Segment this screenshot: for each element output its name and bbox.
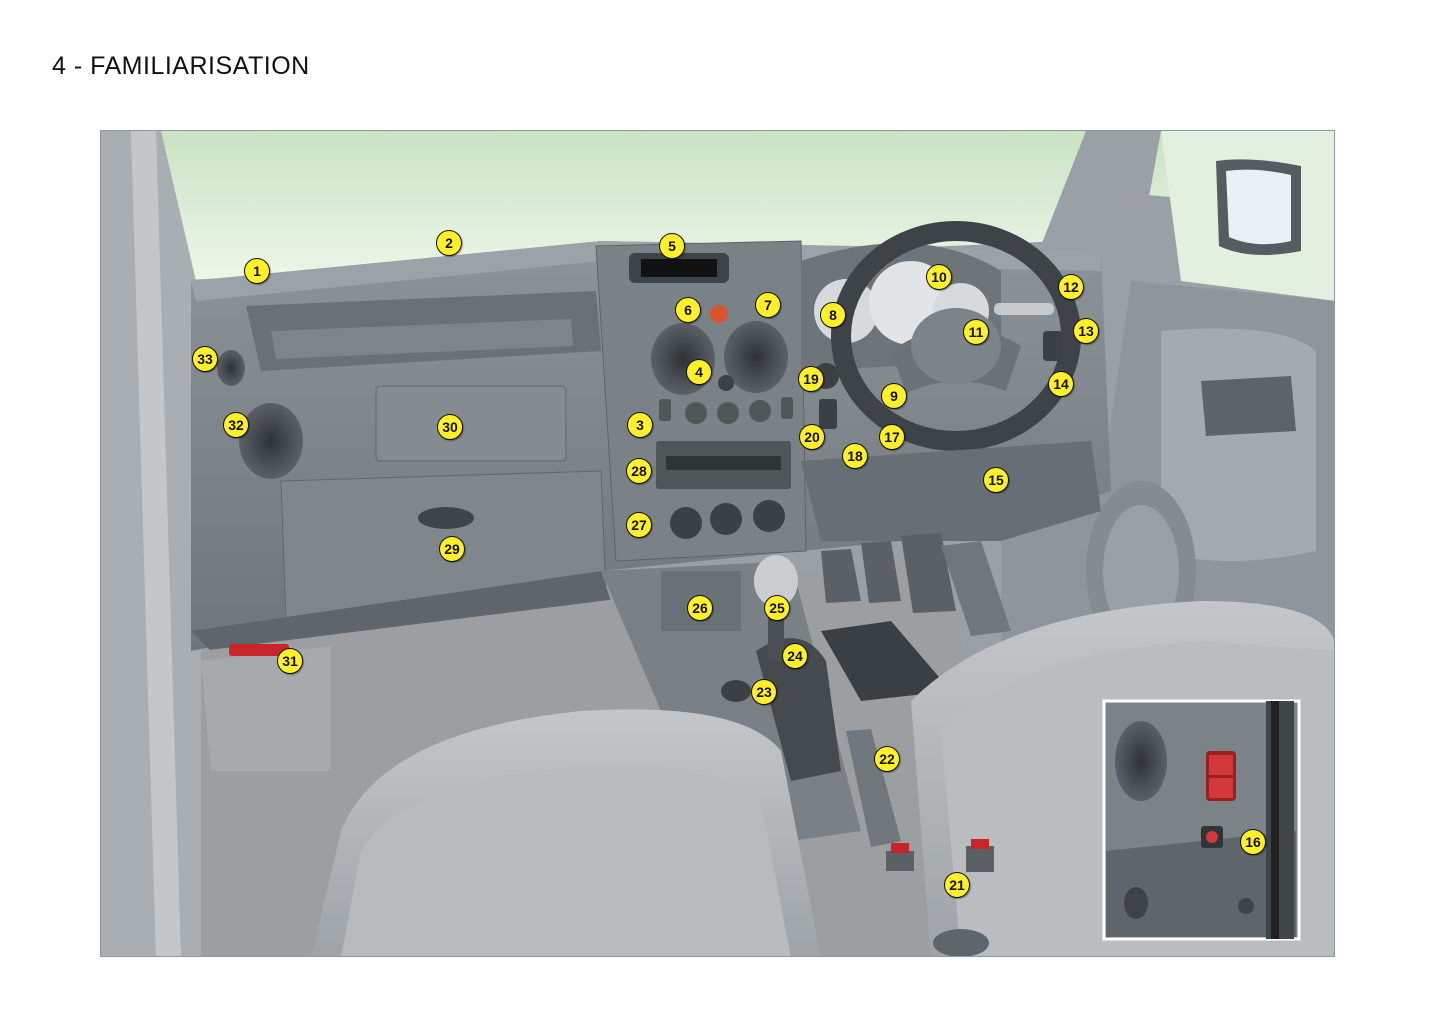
switch-row — [659, 397, 793, 424]
callout-3: 3 — [627, 412, 653, 438]
steering-column-switch — [819, 399, 837, 429]
callout-8: 8 — [820, 302, 846, 328]
callout-28: 28 — [626, 458, 652, 484]
handbrake-lever — [846, 729, 901, 847]
callout-15: 15 — [983, 467, 1009, 493]
callout-9: 9 — [881, 383, 907, 409]
callout-25: 25 — [764, 595, 790, 621]
left-side-vent — [239, 403, 303, 479]
callout-27: 27 — [626, 512, 652, 538]
dashboard-drawing — [101, 131, 1334, 956]
callout-10: 10 — [926, 264, 952, 290]
callout-30: 30 — [437, 414, 463, 440]
callout-12: 12 — [1058, 274, 1084, 300]
page-title: 4 - FAMILIARISATION — [52, 52, 310, 80]
heater-controls — [670, 500, 785, 539]
callout-31: 31 — [277, 648, 303, 674]
callout-2: 2 — [436, 230, 462, 256]
callout-20: 20 — [799, 424, 825, 450]
callout-24: 24 — [782, 643, 808, 669]
callout-29: 29 — [439, 536, 465, 562]
callout-33: 33 — [192, 346, 218, 372]
callout-23: 23 — [751, 679, 777, 705]
pedals — [821, 533, 956, 613]
inset-detail — [1102, 699, 1301, 941]
callout-17: 17 — [879, 424, 905, 450]
callout-11: 11 — [963, 319, 989, 345]
dashboard-illustration: 1 2 3 4 5 6 7 8 9 10 11 12 13 14 15 16 1… — [100, 130, 1335, 957]
callout-4: 4 — [686, 359, 712, 385]
right-a-pillar — [1031, 131, 1161, 271]
door-mirror — [1216, 159, 1301, 255]
callout-32: 32 — [223, 412, 249, 438]
callout-7: 7 — [755, 292, 781, 318]
callout-1: 1 — [244, 258, 270, 284]
callout-5: 5 — [659, 233, 685, 259]
callout-13: 13 — [1073, 318, 1099, 344]
callout-6: 6 — [675, 297, 701, 323]
callout-26: 26 — [687, 595, 713, 621]
callout-22: 22 — [874, 746, 900, 772]
callout-19: 19 — [798, 366, 824, 392]
callout-21: 21 — [944, 872, 970, 898]
callout-18: 18 — [842, 443, 868, 469]
airbag-panel — [375, 385, 567, 462]
callout-14: 14 — [1048, 371, 1074, 397]
callout-16: 16 — [1240, 829, 1266, 855]
